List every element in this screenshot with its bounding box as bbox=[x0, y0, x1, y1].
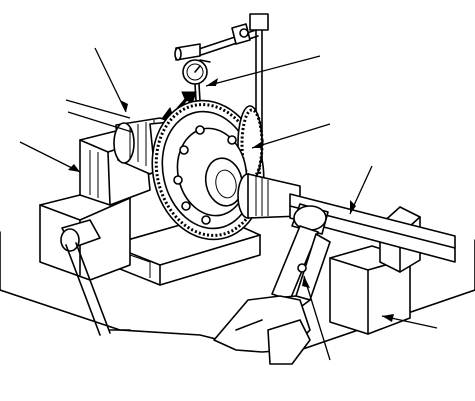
leader-side-gear-2 bbox=[67, 111, 133, 133]
leader-pliers bbox=[303, 275, 331, 361]
leader-housing bbox=[251, 123, 331, 149]
leader-dial-indicator bbox=[205, 55, 321, 87]
arrowhead-vise bbox=[68, 164, 80, 172]
leader-vise bbox=[19, 141, 81, 173]
leader-arrowheads bbox=[68, 78, 394, 322]
arrowhead-pliers bbox=[302, 276, 310, 288]
leader-side-gear bbox=[65, 99, 131, 119]
arrowhead-housing bbox=[252, 140, 264, 148]
arrowhead-dial bbox=[206, 78, 218, 86]
differential-carrier bbox=[173, 125, 248, 225]
arrowhead-stand bbox=[120, 100, 128, 112]
mechanic-hand bbox=[213, 295, 311, 365]
leader-lines bbox=[19, 47, 438, 361]
arrowhead-axle bbox=[350, 200, 356, 214]
arrowhead-block bbox=[382, 314, 394, 322]
axle-shaft bbox=[237, 173, 456, 263]
